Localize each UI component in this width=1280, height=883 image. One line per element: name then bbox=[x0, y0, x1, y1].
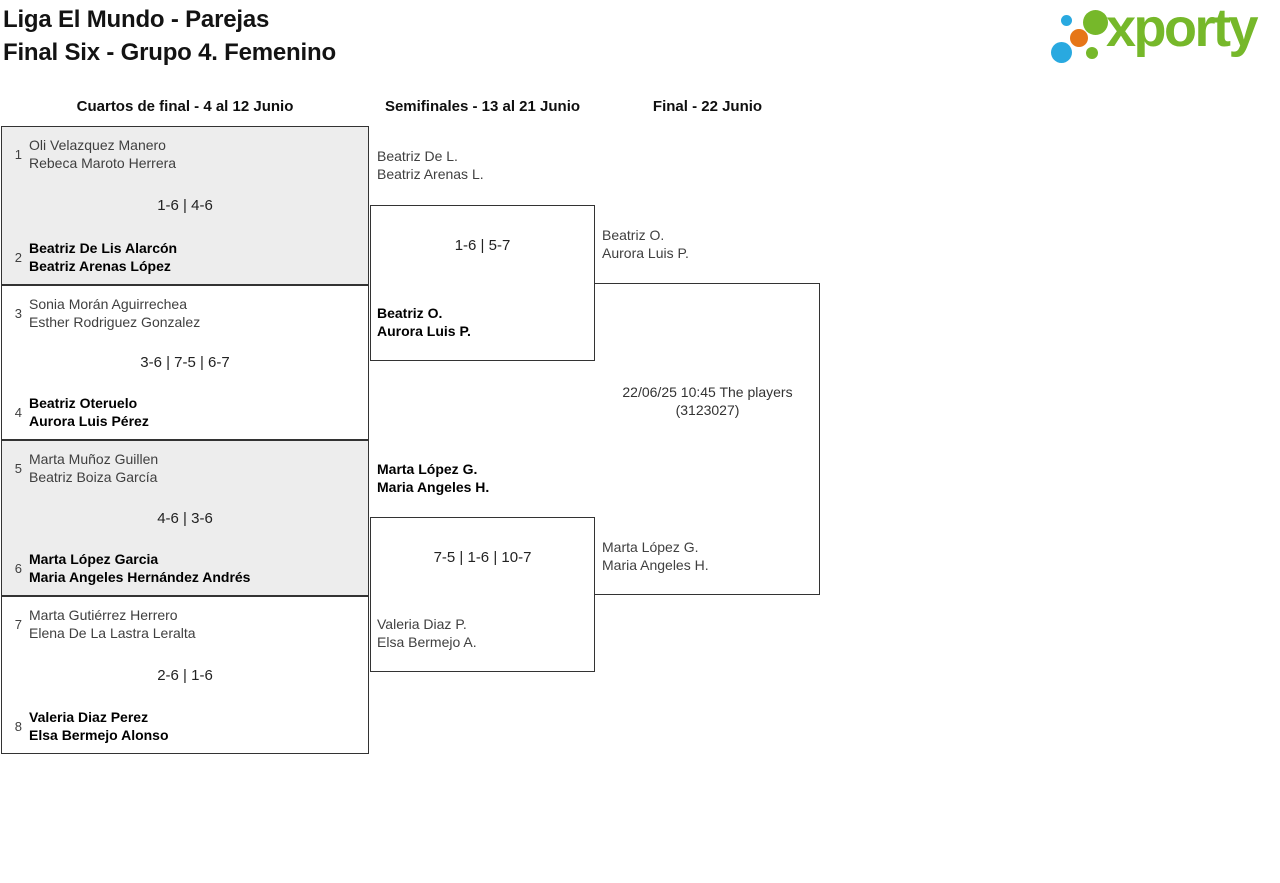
logo-dot-blue-small-icon bbox=[1061, 15, 1072, 26]
final-team1: Beatriz O. Aurora Luis P. bbox=[602, 226, 689, 262]
player-name: Maria Angeles H. bbox=[602, 557, 709, 573]
team-players: Marta Gutiérrez Herrero Elena De La Last… bbox=[29, 606, 196, 642]
player-name: Aurora Luis Pérez bbox=[29, 413, 149, 429]
seed-number: 5 bbox=[14, 460, 22, 476]
team-entry-winner: 2 Beatriz De Lis Alarcón Beatriz Arenas … bbox=[10, 239, 360, 275]
match-score: 1-6 | 4-6 bbox=[157, 197, 213, 214]
qf-match-4: 7 Marta Gutiérrez Herrero Elena De La La… bbox=[1, 596, 369, 754]
final-team2: Marta López G. Maria Angeles H. bbox=[602, 538, 709, 574]
player-name: Beatriz De L. bbox=[377, 148, 458, 164]
team-entry: 1 Oli Velazquez Manero Rebeca Maroto Her… bbox=[10, 136, 360, 172]
player-name: Elsa Bermejo A. bbox=[377, 634, 477, 650]
team-players: Oli Velazquez Manero Rebeca Maroto Herre… bbox=[29, 136, 176, 172]
team-entry: 5 Marta Muñoz Guillen Beatriz Boiza Garc… bbox=[10, 450, 360, 486]
column-header-semifinales: Semifinales - 13 al 21 Junio bbox=[384, 98, 581, 115]
sf1-team1: Beatriz De L. Beatriz Arenas L. bbox=[377, 147, 484, 183]
player-name: Marta Muñoz Guillen bbox=[29, 451, 159, 467]
team-entry: 3 Sonia Morán Aguirrechea Esther Rodrigu… bbox=[10, 295, 360, 331]
column-header-cuartos: Cuartos de final - 4 al 12 Junio bbox=[76, 98, 294, 115]
player-name: Beatriz O. bbox=[602, 227, 665, 243]
player-name: Beatriz Arenas L. bbox=[377, 166, 484, 182]
player-name: Elsa Bermejo Alonso bbox=[29, 727, 169, 743]
team-players: Marta López Garcia Maria Angeles Hernánd… bbox=[29, 550, 250, 586]
player-name: Marta López Garcia bbox=[29, 551, 159, 567]
player-name: Valeria Diaz P. bbox=[377, 616, 467, 632]
final-schedule: 22/06/25 10:45 The players (3123027) bbox=[595, 383, 820, 419]
match-score: 4-6 | 3-6 bbox=[157, 509, 213, 527]
team-players: Valeria Diaz Perez Elsa Bermejo Alonso bbox=[29, 708, 169, 744]
logo-dot-orange-icon bbox=[1070, 29, 1088, 47]
logo-dot-blue-large-icon bbox=[1051, 42, 1072, 63]
player-name: Marta Gutiérrez Herrero bbox=[29, 607, 178, 623]
player-name: Rebeca Maroto Herrera bbox=[29, 155, 177, 171]
player-name: Beatriz Boiza García bbox=[29, 469, 158, 485]
match-score: 1-6 | 5-7 bbox=[454, 237, 511, 254]
seed-number: 1 bbox=[14, 146, 22, 162]
page-title: Liga El Mundo - Parejas Final Six - Grup… bbox=[3, 3, 336, 69]
player-name: Marta López G. bbox=[602, 539, 699, 555]
tournament-name: Liga El Mundo - Parejas bbox=[3, 6, 270, 33]
player-name: Oli Velazquez Manero bbox=[29, 137, 166, 153]
player-name: Elena De La Lastra Leralta bbox=[29, 625, 196, 641]
match-score: 7-5 | 1-6 | 10-7 bbox=[433, 549, 532, 566]
team-players: Beatriz Oteruelo Aurora Luis Pérez bbox=[29, 394, 149, 430]
player-name: Esther Rodriguez Gonzalez bbox=[29, 314, 201, 330]
player-name: Maria Angeles Hernández Andrés bbox=[29, 569, 251, 585]
sf-match-2-box bbox=[370, 517, 595, 672]
column-header-final: Final - 22 Junio bbox=[652, 98, 763, 115]
player-name: Beatriz De Lis Alarcón bbox=[29, 240, 178, 256]
final-match-box bbox=[595, 283, 820, 595]
seed-number: 7 bbox=[14, 616, 22, 632]
player-name: Maria Angeles H. bbox=[377, 479, 490, 495]
seed-number: 8 bbox=[14, 718, 22, 734]
sf2-team1-winner: Marta López G. Maria Angeles H. bbox=[377, 460, 489, 496]
logo-dot-green-large-icon bbox=[1083, 10, 1108, 35]
xporty-logo[interactable]: xporty bbox=[1040, 0, 1280, 80]
qf-match-1: 1 Oli Velazquez Manero Rebeca Maroto Her… bbox=[1, 126, 369, 285]
team-players: Beatriz De Lis Alarcón Beatriz Arenas Ló… bbox=[29, 239, 177, 275]
player-name: Beatriz Arenas López bbox=[29, 258, 171, 274]
qf-match-2: 3 Sonia Morán Aguirrechea Esther Rodrigu… bbox=[1, 285, 369, 440]
player-name: Marta López G. bbox=[377, 461, 478, 477]
team-entry: 7 Marta Gutiérrez Herrero Elena De La La… bbox=[10, 606, 360, 642]
seed-number: 2 bbox=[14, 249, 22, 265]
player-name: Beatriz Oteruelo bbox=[29, 395, 138, 411]
final-schedule-datetime: 22/06/25 10:45 The players bbox=[622, 384, 793, 400]
match-score: 2-6 | 1-6 bbox=[157, 666, 213, 684]
logo-dot-green-small-icon bbox=[1086, 47, 1098, 59]
sf1-team2-winner: Beatriz O. Aurora Luis P. bbox=[377, 304, 471, 340]
team-entry-winner: 6 Marta López Garcia Maria Angeles Herná… bbox=[10, 550, 360, 586]
seed-number: 6 bbox=[14, 560, 22, 576]
seed-number: 4 bbox=[14, 404, 22, 420]
team-players: Sonia Morán Aguirrechea Esther Rodriguez… bbox=[29, 295, 200, 331]
team-players: Marta Muñoz Guillen Beatriz Boiza García bbox=[29, 450, 158, 486]
player-name: Beatriz O. bbox=[377, 305, 443, 321]
match-score: 3-6 | 7-5 | 6-7 bbox=[140, 354, 230, 371]
seed-number: 3 bbox=[14, 305, 22, 321]
player-name: Valeria Diaz Perez bbox=[29, 709, 149, 725]
sf2-team2: Valeria Diaz P. Elsa Bermejo A. bbox=[377, 615, 477, 651]
player-name: Aurora Luis P. bbox=[377, 323, 471, 339]
final-schedule-id: (3123027) bbox=[675, 402, 740, 418]
logo-wordmark: xporty bbox=[1106, 0, 1259, 58]
sf-match-1-box bbox=[370, 205, 595, 361]
tournament-stage: Final Six - Grupo 4. Femenino bbox=[3, 39, 336, 66]
qf-match-3: 5 Marta Muñoz Guillen Beatriz Boiza Garc… bbox=[1, 440, 369, 596]
team-entry-winner: 4 Beatriz Oteruelo Aurora Luis Pérez bbox=[10, 394, 360, 430]
player-name: Sonia Morán Aguirrechea bbox=[29, 296, 187, 312]
player-name: Aurora Luis P. bbox=[602, 245, 689, 261]
team-entry-winner: 8 Valeria Diaz Perez Elsa Bermejo Alonso bbox=[10, 708, 360, 744]
